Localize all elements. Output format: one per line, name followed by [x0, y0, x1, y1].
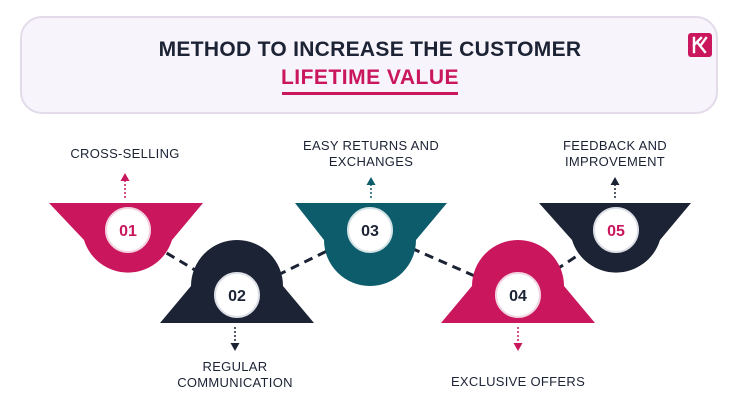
step-03-shape [295, 203, 447, 286]
connector-03-04 [369, 228, 519, 297]
step-02-label: REGULAR COMMUNICATION [160, 359, 310, 391]
page-title-line1: METHOD TO INCREASE THE CUSTOMER [158, 38, 582, 61]
header-card [20, 16, 718, 114]
step-04-shape [441, 240, 595, 323]
step-03-label: EASY RETURNS AND EXCHANGES [290, 138, 452, 170]
step-03-number: 03 [361, 223, 379, 240]
page-title-line2: LIFETIME VALUE [280, 66, 460, 89]
step-04-label: EXCLUSIVE OFFERS [440, 374, 596, 390]
step-02-shape [160, 240, 314, 323]
step-02-label-line2: COMMUNICATION [177, 375, 293, 390]
step-02-label-line1: REGULAR [202, 359, 268, 374]
arrow-down-icon-04 [513, 327, 523, 351]
arrow-up-icon-01 [120, 173, 130, 198]
step-01-number: 01 [119, 223, 137, 240]
step-03-label-line1: EASY RETURNS AND [302, 138, 440, 153]
arrow-up-icon-05 [610, 177, 620, 198]
step-05-shape [539, 203, 691, 273]
step-01-label-text: CROSS-SELLING [70, 146, 180, 161]
step-03-label-line2: EXCHANGES [328, 154, 414, 169]
brand-logo-icon [688, 33, 712, 57]
step-04-label-text: EXCLUSIVE OFFERS [450, 374, 586, 389]
title-underline [282, 92, 458, 95]
step-05-label-line2: IMPROVEMENT [564, 154, 666, 169]
step-04-number: 04 [509, 288, 527, 305]
arrow-up-icon-03 [366, 177, 376, 198]
arrow-down-icon-02 [230, 327, 240, 351]
step-05-label-line1: FEEDBACK AND [562, 138, 667, 153]
step-05-number: 05 [607, 223, 625, 240]
step-05-label: FEEDBACK AND IMPROVEMENT [540, 138, 690, 170]
step-01-label: CROSS-SELLING [55, 146, 195, 162]
step-02-number: 02 [228, 288, 246, 305]
step-01-shape [49, 203, 203, 273]
